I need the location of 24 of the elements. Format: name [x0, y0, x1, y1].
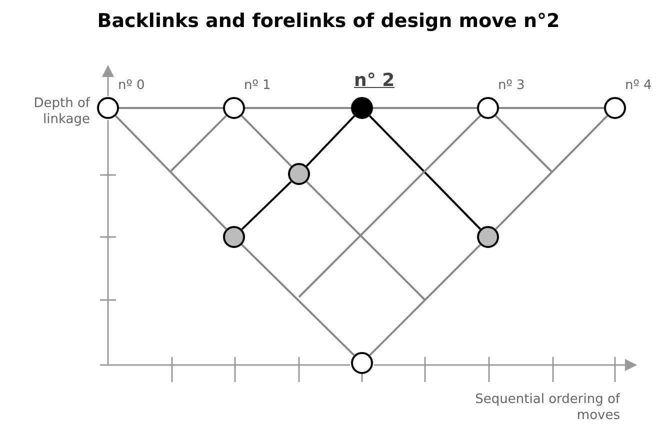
move-label: nº 0: [118, 78, 145, 93]
link-line: [245, 107, 351, 109]
diagram-title: Backlinks and forelinks of design move n°2: [97, 10, 560, 32]
link-line: [368, 115, 482, 230]
link-line: [241, 180, 292, 230]
link-line: [495, 115, 608, 230]
link-line: [495, 115, 553, 173]
link-line: [373, 107, 477, 109]
link-line: [369, 244, 481, 356]
move-label: nº 3: [498, 78, 525, 93]
link-line: [241, 115, 292, 167]
axis-label: Sequential ordering of moves: [474, 392, 620, 424]
link-line: [170, 115, 227, 172]
move-label: nº 1: [244, 78, 271, 93]
link-line: [306, 181, 426, 301]
link-line: [298, 115, 481, 298]
link-line: [114, 115, 228, 230]
link-line: [306, 115, 356, 167]
move-label: n° 2: [354, 70, 395, 91]
axis-label: Depth of linkage: [32, 96, 90, 128]
move-label: nº 4: [625, 78, 652, 93]
link-line: [119, 107, 223, 109]
link-line: [241, 244, 355, 356]
link-line: [499, 107, 604, 109]
